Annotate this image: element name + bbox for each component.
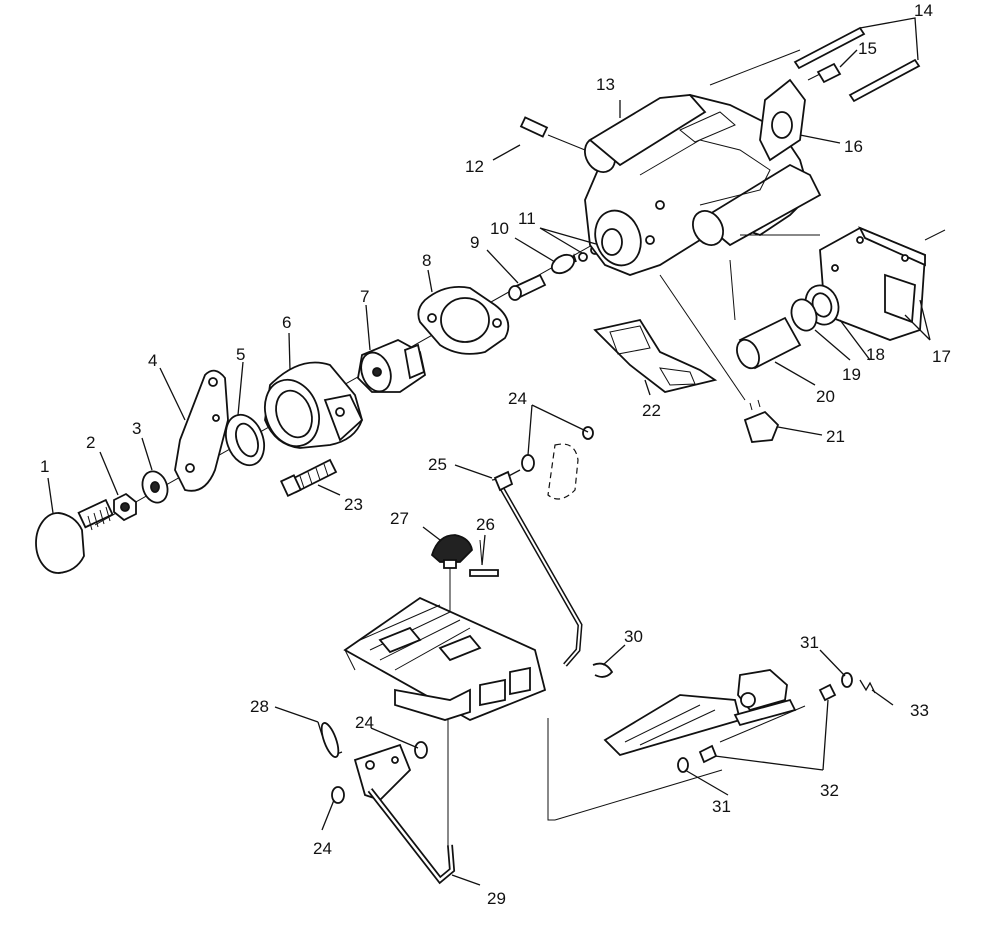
callout-19: 19 bbox=[842, 365, 861, 384]
part-31-washer-b bbox=[677, 757, 689, 773]
part-5-seal bbox=[224, 413, 266, 467]
callout-33: 33 bbox=[910, 701, 929, 720]
part-1-knob bbox=[35, 498, 114, 574]
callout-30: 30 bbox=[624, 627, 643, 646]
callout-32: 32 bbox=[820, 781, 839, 800]
part-33-clip bbox=[859, 679, 876, 694]
part-2-nut bbox=[113, 492, 137, 522]
callout-24-top: 24 bbox=[508, 389, 527, 408]
part-32-bushing bbox=[698, 683, 837, 764]
callout-27: 27 bbox=[390, 509, 409, 528]
callout-11: 11 bbox=[518, 209, 536, 228]
part-4-bracket bbox=[174, 369, 229, 492]
part-12-screw bbox=[519, 116, 586, 151]
part-29-pedal-arm bbox=[353, 720, 456, 885]
part-28-spring bbox=[317, 721, 343, 758]
part-3-washer bbox=[141, 470, 169, 504]
callout-31-low: 31 bbox=[712, 797, 731, 816]
part-23-bolt bbox=[279, 458, 338, 497]
part-30-cotter bbox=[592, 662, 614, 678]
leader-lines bbox=[47, 49, 931, 886]
part-31-washer-a bbox=[841, 672, 853, 688]
callout-20: 20 bbox=[816, 387, 835, 406]
callout-7: 7 bbox=[360, 287, 369, 306]
callout-22: 22 bbox=[642, 401, 661, 420]
callout-10: 10 bbox=[490, 219, 509, 238]
pedal-assembly bbox=[603, 669, 806, 757]
part-14-pins bbox=[793, 17, 921, 103]
callout-3: 3 bbox=[132, 419, 141, 438]
callout-13: 13 bbox=[596, 75, 615, 94]
callout-5: 5 bbox=[236, 345, 245, 364]
part-26-pin bbox=[469, 539, 499, 577]
footrest-frame bbox=[343, 596, 547, 721]
part-7-piston bbox=[357, 339, 427, 393]
callout-17: 17 bbox=[932, 347, 951, 366]
callout-18: 18 bbox=[866, 345, 885, 364]
callout-21: 21 bbox=[826, 427, 845, 446]
callout-2: 2 bbox=[86, 433, 95, 452]
part-15-bolt bbox=[807, 62, 842, 84]
part-13-body bbox=[584, 94, 822, 276]
part-6-housing bbox=[264, 361, 364, 449]
part-24-washer-low bbox=[331, 786, 345, 804]
callout-1: 1 bbox=[40, 457, 49, 476]
connection-lines bbox=[547, 49, 820, 821]
callout-15: 15 bbox=[858, 39, 877, 58]
part-19-ring bbox=[790, 298, 818, 332]
part-21-switch bbox=[743, 399, 780, 443]
part-25-rod bbox=[491, 469, 583, 667]
callout-12: 12 bbox=[465, 157, 484, 176]
callout-9: 9 bbox=[470, 233, 479, 252]
callout-31-top: 31 bbox=[800, 633, 819, 652]
callout-6: 6 bbox=[282, 313, 291, 332]
part-22-bracket bbox=[593, 318, 718, 393]
callout-24-low: 24 bbox=[313, 839, 332, 858]
part-24-clip bbox=[547, 443, 579, 500]
callout-29: 29 bbox=[487, 889, 506, 908]
part-16-plate bbox=[759, 78, 806, 162]
part-24-washer-mid bbox=[414, 741, 428, 759]
callout-8: 8 bbox=[422, 251, 431, 270]
callout-25: 25 bbox=[428, 455, 447, 474]
part-20-cylinder bbox=[736, 316, 802, 370]
part-9-pin bbox=[508, 273, 547, 301]
part-24-washer-top bbox=[521, 426, 594, 472]
callout-28: 28 bbox=[250, 697, 269, 716]
callout-4: 4 bbox=[148, 351, 157, 370]
callout-24-mid: 24 bbox=[355, 713, 374, 732]
callout-14: 14 bbox=[914, 1, 933, 20]
part-10-spring bbox=[550, 253, 577, 275]
callout-26: 26 bbox=[476, 515, 495, 534]
callout-16: 16 bbox=[844, 137, 863, 156]
callout-23: 23 bbox=[344, 495, 363, 514]
part-8-gasket bbox=[417, 285, 510, 355]
